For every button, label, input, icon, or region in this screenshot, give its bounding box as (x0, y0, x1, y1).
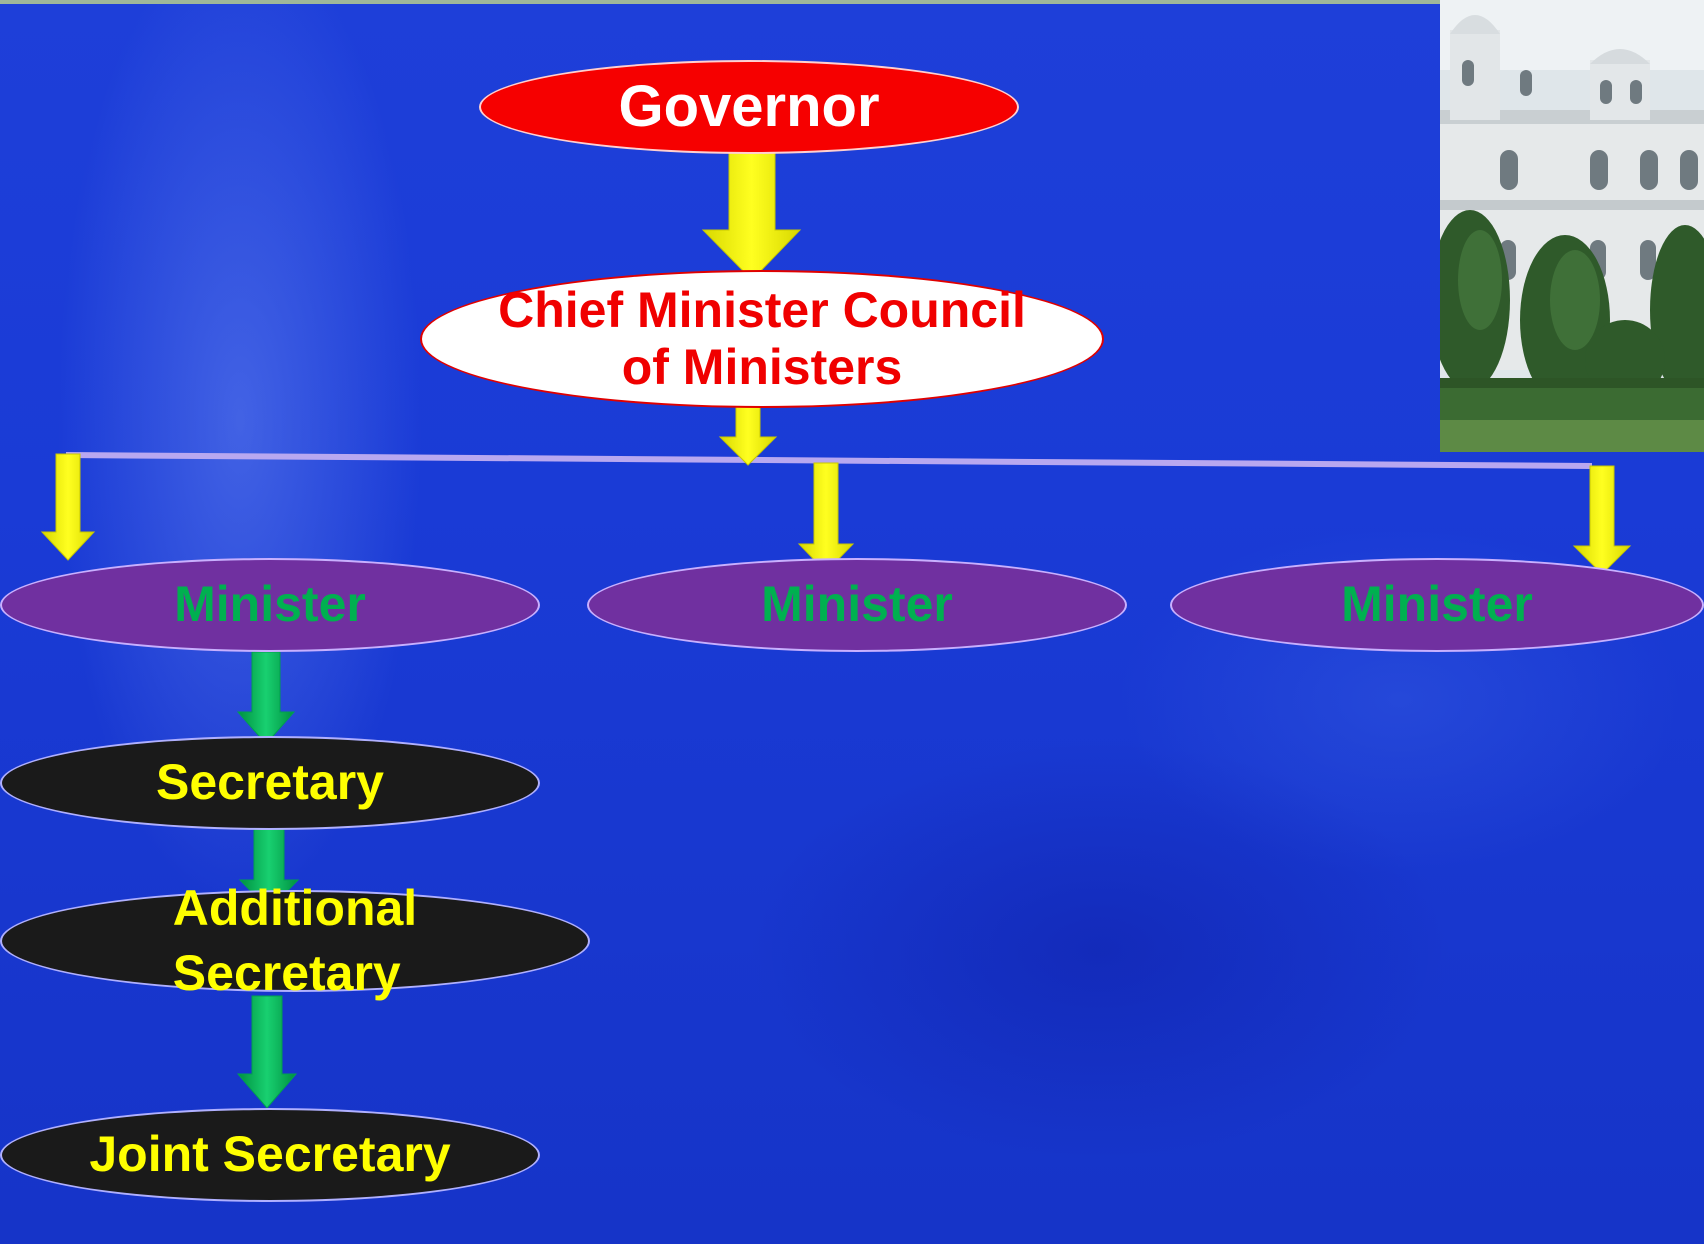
arrow-governor-to-chief (701, 149, 802, 281)
node-chief-minister: Chief Minister Council of Ministers (420, 270, 1104, 408)
node-minister-3-label: Minister (1341, 576, 1533, 633)
arrow-branch-to-minister-1 (40, 453, 96, 561)
node-additional-secretary: Additional Secretary (0, 880, 590, 1001)
arrow-branch-to-minister-3 (1572, 465, 1632, 575)
node-minister-1-label: Minister (174, 576, 366, 633)
node-additional-secretary-label: Additional Secretary (172, 880, 418, 1001)
node-chief-minister-label: Chief Minister Council of Ministers (498, 281, 1026, 396)
arrow-branch-to-minister-2 (797, 462, 855, 573)
branch-line (66, 452, 1592, 469)
node-governor: Governor (479, 60, 1019, 154)
node-secretary: Secretary (0, 736, 540, 830)
node-minister-2-label: Minister (761, 576, 953, 633)
node-governor-label: Governor (618, 73, 880, 139)
node-minister-3: Minister (1170, 558, 1704, 652)
arrow-minister-to-secretary (236, 651, 296, 745)
node-minister-1: Minister (0, 558, 540, 652)
arrow-chief-to-branch (718, 399, 778, 466)
arrow-additional-to-joint (236, 995, 298, 1109)
node-joint-secretary-label: Joint Secretary (89, 1126, 451, 1183)
node-secretary-label: Secretary (156, 754, 384, 811)
node-joint-secretary: Joint Secretary (0, 1108, 540, 1202)
top-border-strip (0, 0, 1704, 4)
node-minister-2: Minister (587, 558, 1127, 652)
building-photo (1440, 0, 1704, 452)
